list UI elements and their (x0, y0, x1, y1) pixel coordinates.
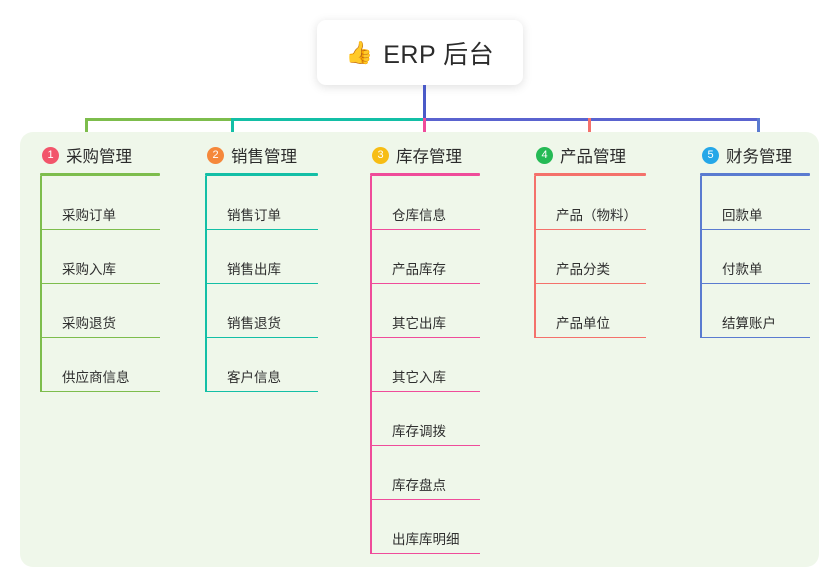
branch-item[interactable]: 库存调拨 (370, 392, 480, 446)
branch-spine (40, 176, 42, 392)
branch-item-label: 销售出库 (227, 262, 281, 277)
connector-bar-teal (233, 118, 423, 121)
branch-column-3: 3 库存管理仓库信息产品库存其它出库其它入库库存调拨库存盘点出库库明细 (370, 143, 480, 554)
branch-underline (700, 173, 810, 176)
branch-item-label: 销售退货 (227, 316, 281, 331)
branch-item[interactable]: 销售订单 (205, 176, 318, 230)
branch-spine (370, 176, 372, 554)
branch-item-label: 仓库信息 (392, 208, 446, 223)
branch-item-label: 采购订单 (62, 208, 116, 223)
branch-item[interactable]: 产品分类 (534, 230, 646, 284)
branch-header-3[interactable]: 3 库存管理 (370, 143, 480, 167)
branch-items: 回款单付款单结算账户 (700, 176, 810, 338)
branch-title: 销售管理 (231, 148, 297, 166)
branch-items: 销售订单销售出库销售退货客户信息 (205, 176, 318, 392)
branch-item-label: 其它出库 (392, 316, 446, 331)
branch-item-label: 付款单 (722, 262, 763, 277)
branch-item-label: 结算账户 (722, 316, 776, 331)
branch-item[interactable]: 回款单 (700, 176, 810, 230)
branch-item[interactable]: 仓库信息 (370, 176, 480, 230)
branch-items: 仓库信息产品库存其它出库其它入库库存调拨库存盘点出库库明细 (370, 176, 480, 554)
branch-column-1: 1 采购管理采购订单采购入库采购退货供应商信息 (40, 143, 160, 392)
branch-item-label: 采购入库 (62, 262, 116, 277)
branch-item-label: 销售订单 (227, 208, 281, 223)
branch-number-badge: 1 (42, 146, 59, 164)
branch-item[interactable]: 其它出库 (370, 284, 480, 338)
branch-spine (205, 176, 207, 392)
branch-underline (534, 173, 646, 176)
branch-column-4: 4 产品管理产品（物料） 产品分类产品单位 (534, 143, 646, 338)
branch-title: 产品管理 (560, 148, 626, 166)
branch-item-label: 产品分类 (556, 262, 610, 277)
root-node-erp-backend[interactable]: 👍 ERP 后台 (317, 20, 523, 85)
branch-header-4[interactable]: 4 产品管理 (534, 143, 646, 167)
branch-item[interactable]: 产品（物料） (534, 176, 646, 230)
branch-underline (205, 173, 318, 176)
branch-item-label: 其它入库 (392, 370, 446, 385)
content-panel (20, 132, 819, 567)
branch-title: 库存管理 (396, 148, 462, 166)
branch-number-badge: 4 (536, 146, 553, 164)
branch-number-badge: 2 (207, 146, 224, 164)
branch-header-5[interactable]: 5 财务管理 (700, 143, 810, 167)
root-node-title: ERP 后台 (383, 40, 495, 69)
branch-item[interactable]: 采购入库 (40, 230, 160, 284)
branch-underline (370, 173, 480, 176)
connector-root-stem (423, 85, 426, 119)
thumbs-up-icon: 👍 (345, 39, 374, 65)
branch-number-badge: 3 (372, 146, 389, 164)
connector-bar-purple (423, 118, 760, 121)
branch-underline (40, 173, 160, 176)
branch-item[interactable]: 其它入库 (370, 338, 480, 392)
branch-column-2: 2 销售管理销售订单销售出库销售退货客户信息 (205, 143, 318, 392)
branch-header-1[interactable]: 1 采购管理 (40, 143, 160, 167)
branch-item[interactable]: 销售退货 (205, 284, 318, 338)
branch-item-label: 产品库存 (392, 262, 446, 277)
branch-item-label: 供应商信息 (62, 370, 130, 385)
branch-item-label: 产品（物料） (556, 208, 637, 223)
branch-item-label: 采购退货 (62, 316, 116, 331)
branch-item[interactable]: 产品库存 (370, 230, 480, 284)
branch-item-label: 客户信息 (227, 370, 281, 385)
branch-item-label: 库存盘点 (392, 478, 446, 493)
branch-item[interactable]: 销售出库 (205, 230, 318, 284)
branch-item-label: 产品单位 (556, 316, 610, 331)
branch-item[interactable]: 付款单 (700, 230, 810, 284)
branch-spine (534, 176, 536, 338)
branch-number-badge: 5 (702, 146, 719, 164)
branch-item[interactable]: 客户信息 (205, 338, 318, 392)
branch-item-label: 库存调拨 (392, 424, 446, 439)
branch-item[interactable]: 采购订单 (40, 176, 160, 230)
branch-item-label: 回款单 (722, 208, 763, 223)
branch-title: 财务管理 (726, 148, 792, 166)
branch-item[interactable]: 采购退货 (40, 284, 160, 338)
branch-title: 采购管理 (66, 148, 132, 166)
branch-header-2[interactable]: 2 销售管理 (205, 143, 318, 167)
branch-column-5: 5 财务管理回款单付款单结算账户 (700, 143, 810, 338)
branch-items: 产品（物料） 产品分类产品单位 (534, 176, 646, 338)
branch-spine (700, 176, 702, 338)
branch-item-label: 出库库明细 (392, 532, 460, 547)
connector-bar-green (85, 118, 233, 121)
branch-item[interactable]: 出库库明细 (370, 500, 480, 554)
branch-item[interactable]: 供应商信息 (40, 338, 160, 392)
branch-item[interactable]: 结算账户 (700, 284, 810, 338)
branch-item[interactable]: 库存盘点 (370, 446, 480, 500)
branch-items: 采购订单采购入库采购退货供应商信息 (40, 176, 160, 392)
branch-item[interactable]: 产品单位 (534, 284, 646, 338)
